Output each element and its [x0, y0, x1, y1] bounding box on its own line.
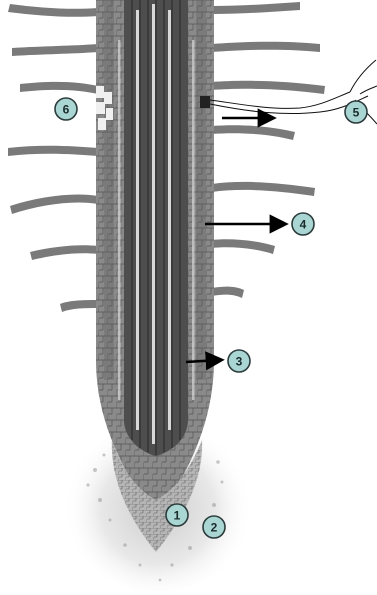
root-hairs-left: [8, 4, 98, 312]
marker-4: 4: [292, 213, 314, 235]
marker-label: 1: [174, 509, 181, 523]
marker-label: 4: [300, 218, 307, 232]
marker-label: 3: [236, 355, 243, 369]
marker-2: 2: [203, 516, 225, 538]
marker-label: 2: [211, 521, 218, 535]
marker-5: 5: [345, 101, 367, 123]
marker-1: 1: [166, 504, 188, 526]
marker-3: 3: [228, 350, 250, 372]
marker-label: 5: [353, 106, 360, 120]
marker-6: 6: [55, 98, 77, 120]
root-hairs-right: [212, 2, 325, 298]
marker-label: 6: [63, 103, 70, 117]
